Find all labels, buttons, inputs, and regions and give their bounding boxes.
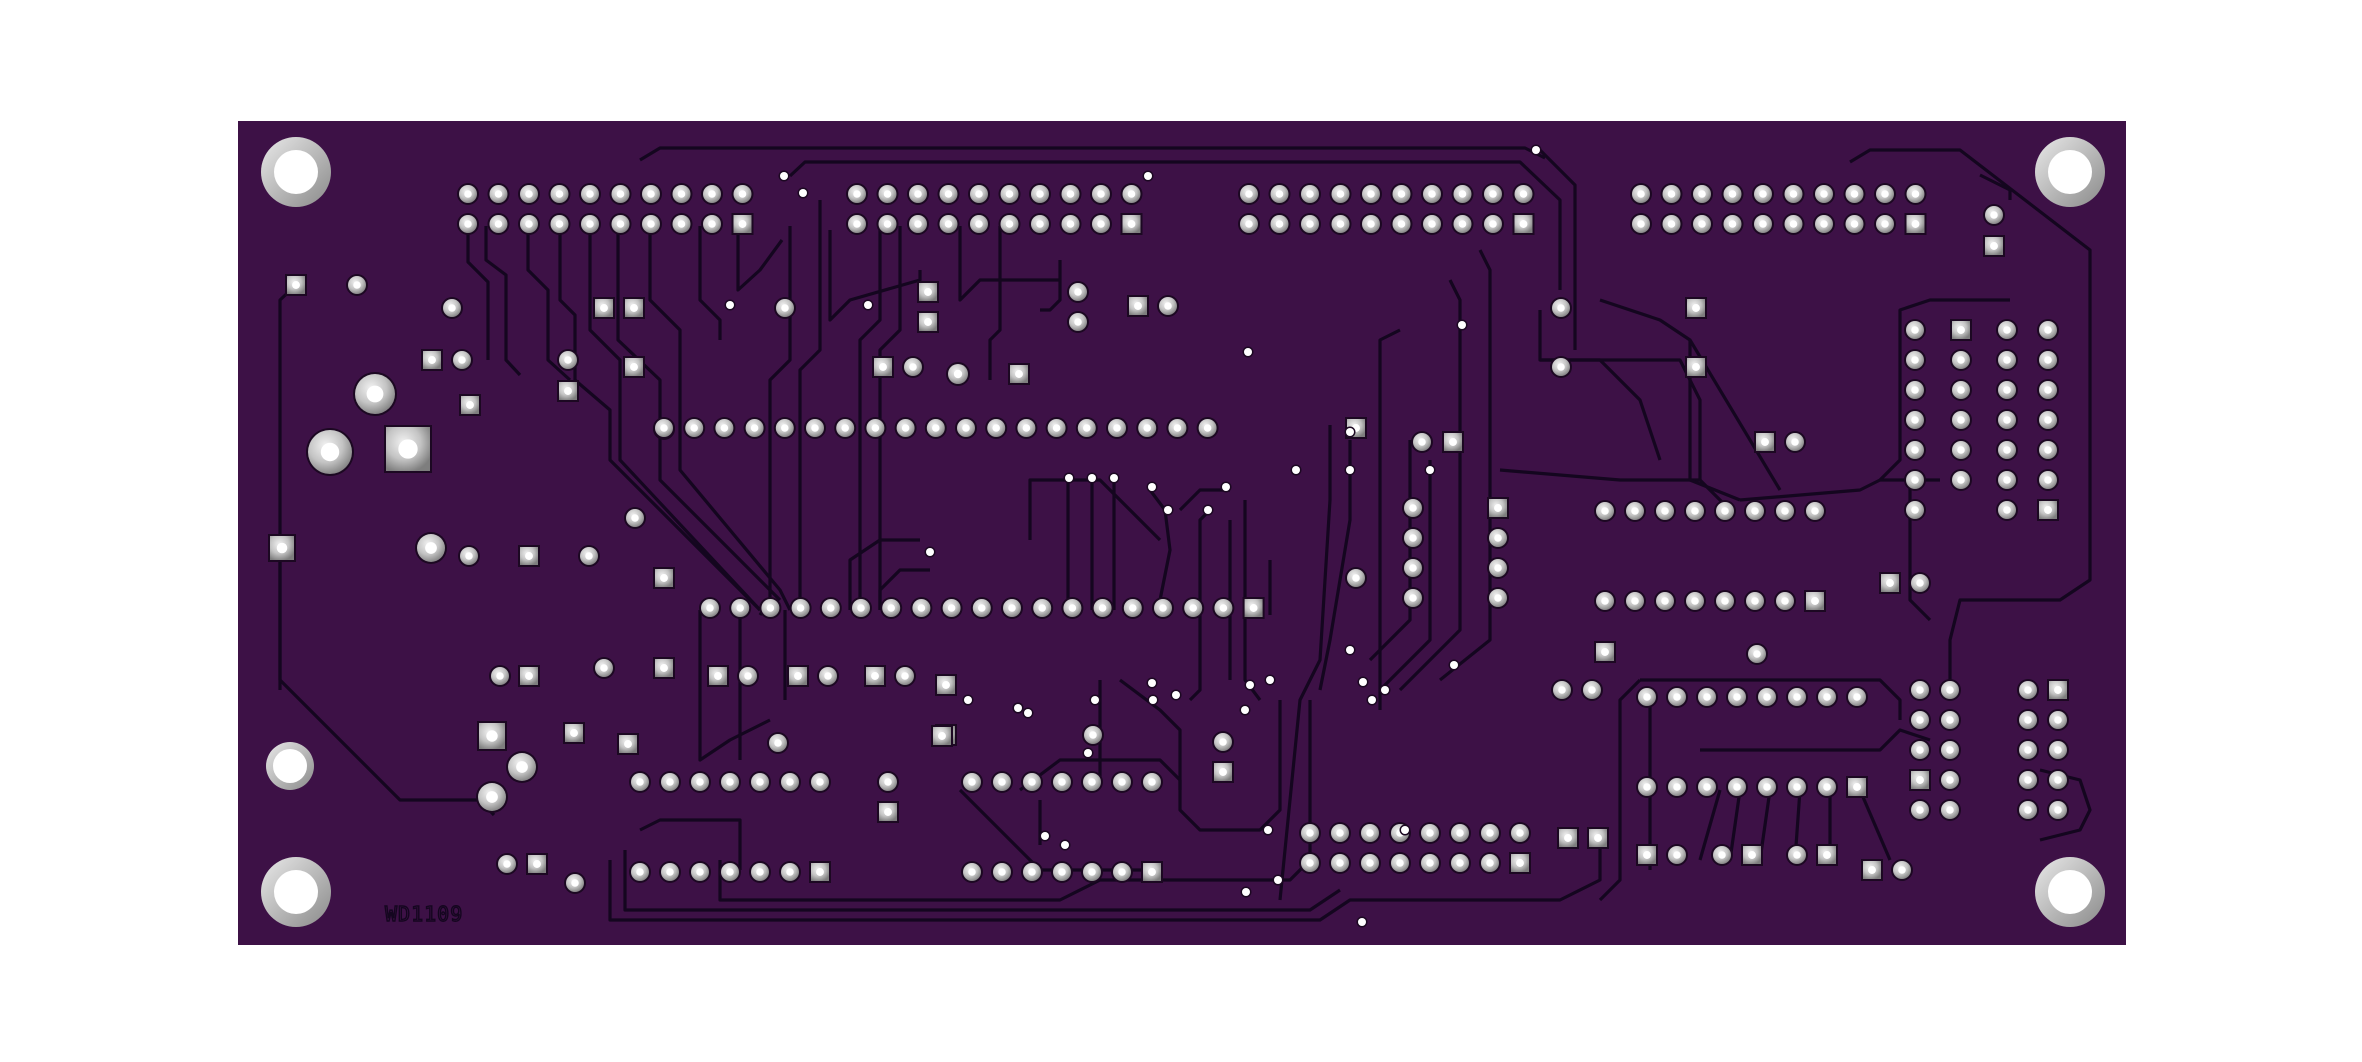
trace [1698, 789, 1722, 861]
trace [623, 850, 1341, 912]
via [1148, 679, 1156, 687]
via [1274, 876, 1282, 884]
trace [1739, 298, 2010, 502]
via [1091, 696, 1099, 704]
trace [828, 230, 922, 322]
via [1246, 681, 1254, 689]
via [1458, 321, 1466, 329]
trace [878, 568, 930, 610]
trace [1538, 148, 1577, 350]
via [1426, 466, 1434, 474]
trace [788, 160, 1562, 290]
via [1149, 696, 1157, 704]
trace [1040, 260, 1062, 312]
via [1244, 348, 1252, 356]
trace [1378, 460, 1432, 692]
via [926, 548, 934, 556]
via [1110, 474, 1118, 482]
via [780, 172, 788, 180]
trace [1439, 249, 1492, 682]
via [1346, 428, 1354, 436]
trace [698, 226, 722, 340]
via [1292, 466, 1300, 474]
via [1266, 676, 1274, 684]
trace [988, 226, 1002, 380]
vias [724, 144, 1542, 928]
mounting-holes [261, 137, 2105, 927]
trace [484, 226, 522, 377]
trace [1700, 728, 1931, 752]
trace [1640, 678, 1902, 720]
trace [1378, 328, 1401, 710]
via [1401, 826, 1409, 834]
trace [648, 226, 792, 611]
trace [1858, 789, 1892, 861]
trace [698, 610, 771, 762]
via [1222, 483, 1230, 491]
trace [1028, 478, 1162, 542]
via [726, 301, 734, 309]
trace [958, 788, 1042, 872]
trace [1908, 480, 1932, 622]
via [964, 696, 972, 704]
trace [878, 226, 902, 610]
via [1065, 474, 1073, 482]
via [1041, 832, 1049, 840]
via [1024, 709, 1032, 717]
trace [1178, 488, 1230, 512]
via [864, 301, 872, 309]
via [1088, 474, 1096, 482]
trace [1119, 678, 1182, 790]
via [1359, 678, 1367, 686]
via [1381, 686, 1389, 694]
via [1264, 826, 1272, 834]
trace [1849, 148, 2092, 690]
trace [736, 226, 784, 292]
via [799, 189, 807, 197]
via [1014, 704, 1022, 712]
trace [1598, 678, 1642, 902]
trace [608, 830, 1602, 922]
via [1148, 483, 1156, 491]
trace [848, 538, 920, 610]
trace [1728, 789, 1742, 861]
trace [1019, 700, 1282, 832]
component-pads [268, 183, 2069, 894]
via [1242, 888, 1250, 896]
trace [639, 818, 742, 870]
trace [958, 226, 1060, 302]
trace [526, 226, 572, 382]
trace [466, 226, 490, 360]
trace [1278, 425, 1332, 901]
trace [1599, 298, 1782, 491]
trace [588, 226, 762, 612]
pcb-substrate [238, 121, 2126, 945]
trace [1243, 500, 1262, 701]
via [1346, 466, 1354, 474]
via [1084, 749, 1092, 757]
via [1358, 918, 1366, 926]
trace [1398, 279, 1462, 692]
via [1532, 146, 1540, 154]
via [1144, 172, 1152, 180]
trace [616, 226, 782, 602]
via [1241, 706, 1249, 714]
trace [858, 226, 882, 610]
via [1164, 506, 1172, 514]
trace [1979, 173, 2012, 200]
copper-traces [278, 146, 2092, 922]
trace [1499, 468, 1732, 512]
trace [1688, 340, 1741, 502]
via [1368, 696, 1376, 704]
via [1061, 841, 1069, 849]
via [1204, 506, 1212, 514]
via [1450, 661, 1458, 669]
via [1172, 691, 1180, 699]
board-silkscreen-label: WD1109 [385, 902, 463, 926]
trace [798, 200, 822, 610]
via [1346, 646, 1354, 654]
trace [1318, 440, 1352, 691]
